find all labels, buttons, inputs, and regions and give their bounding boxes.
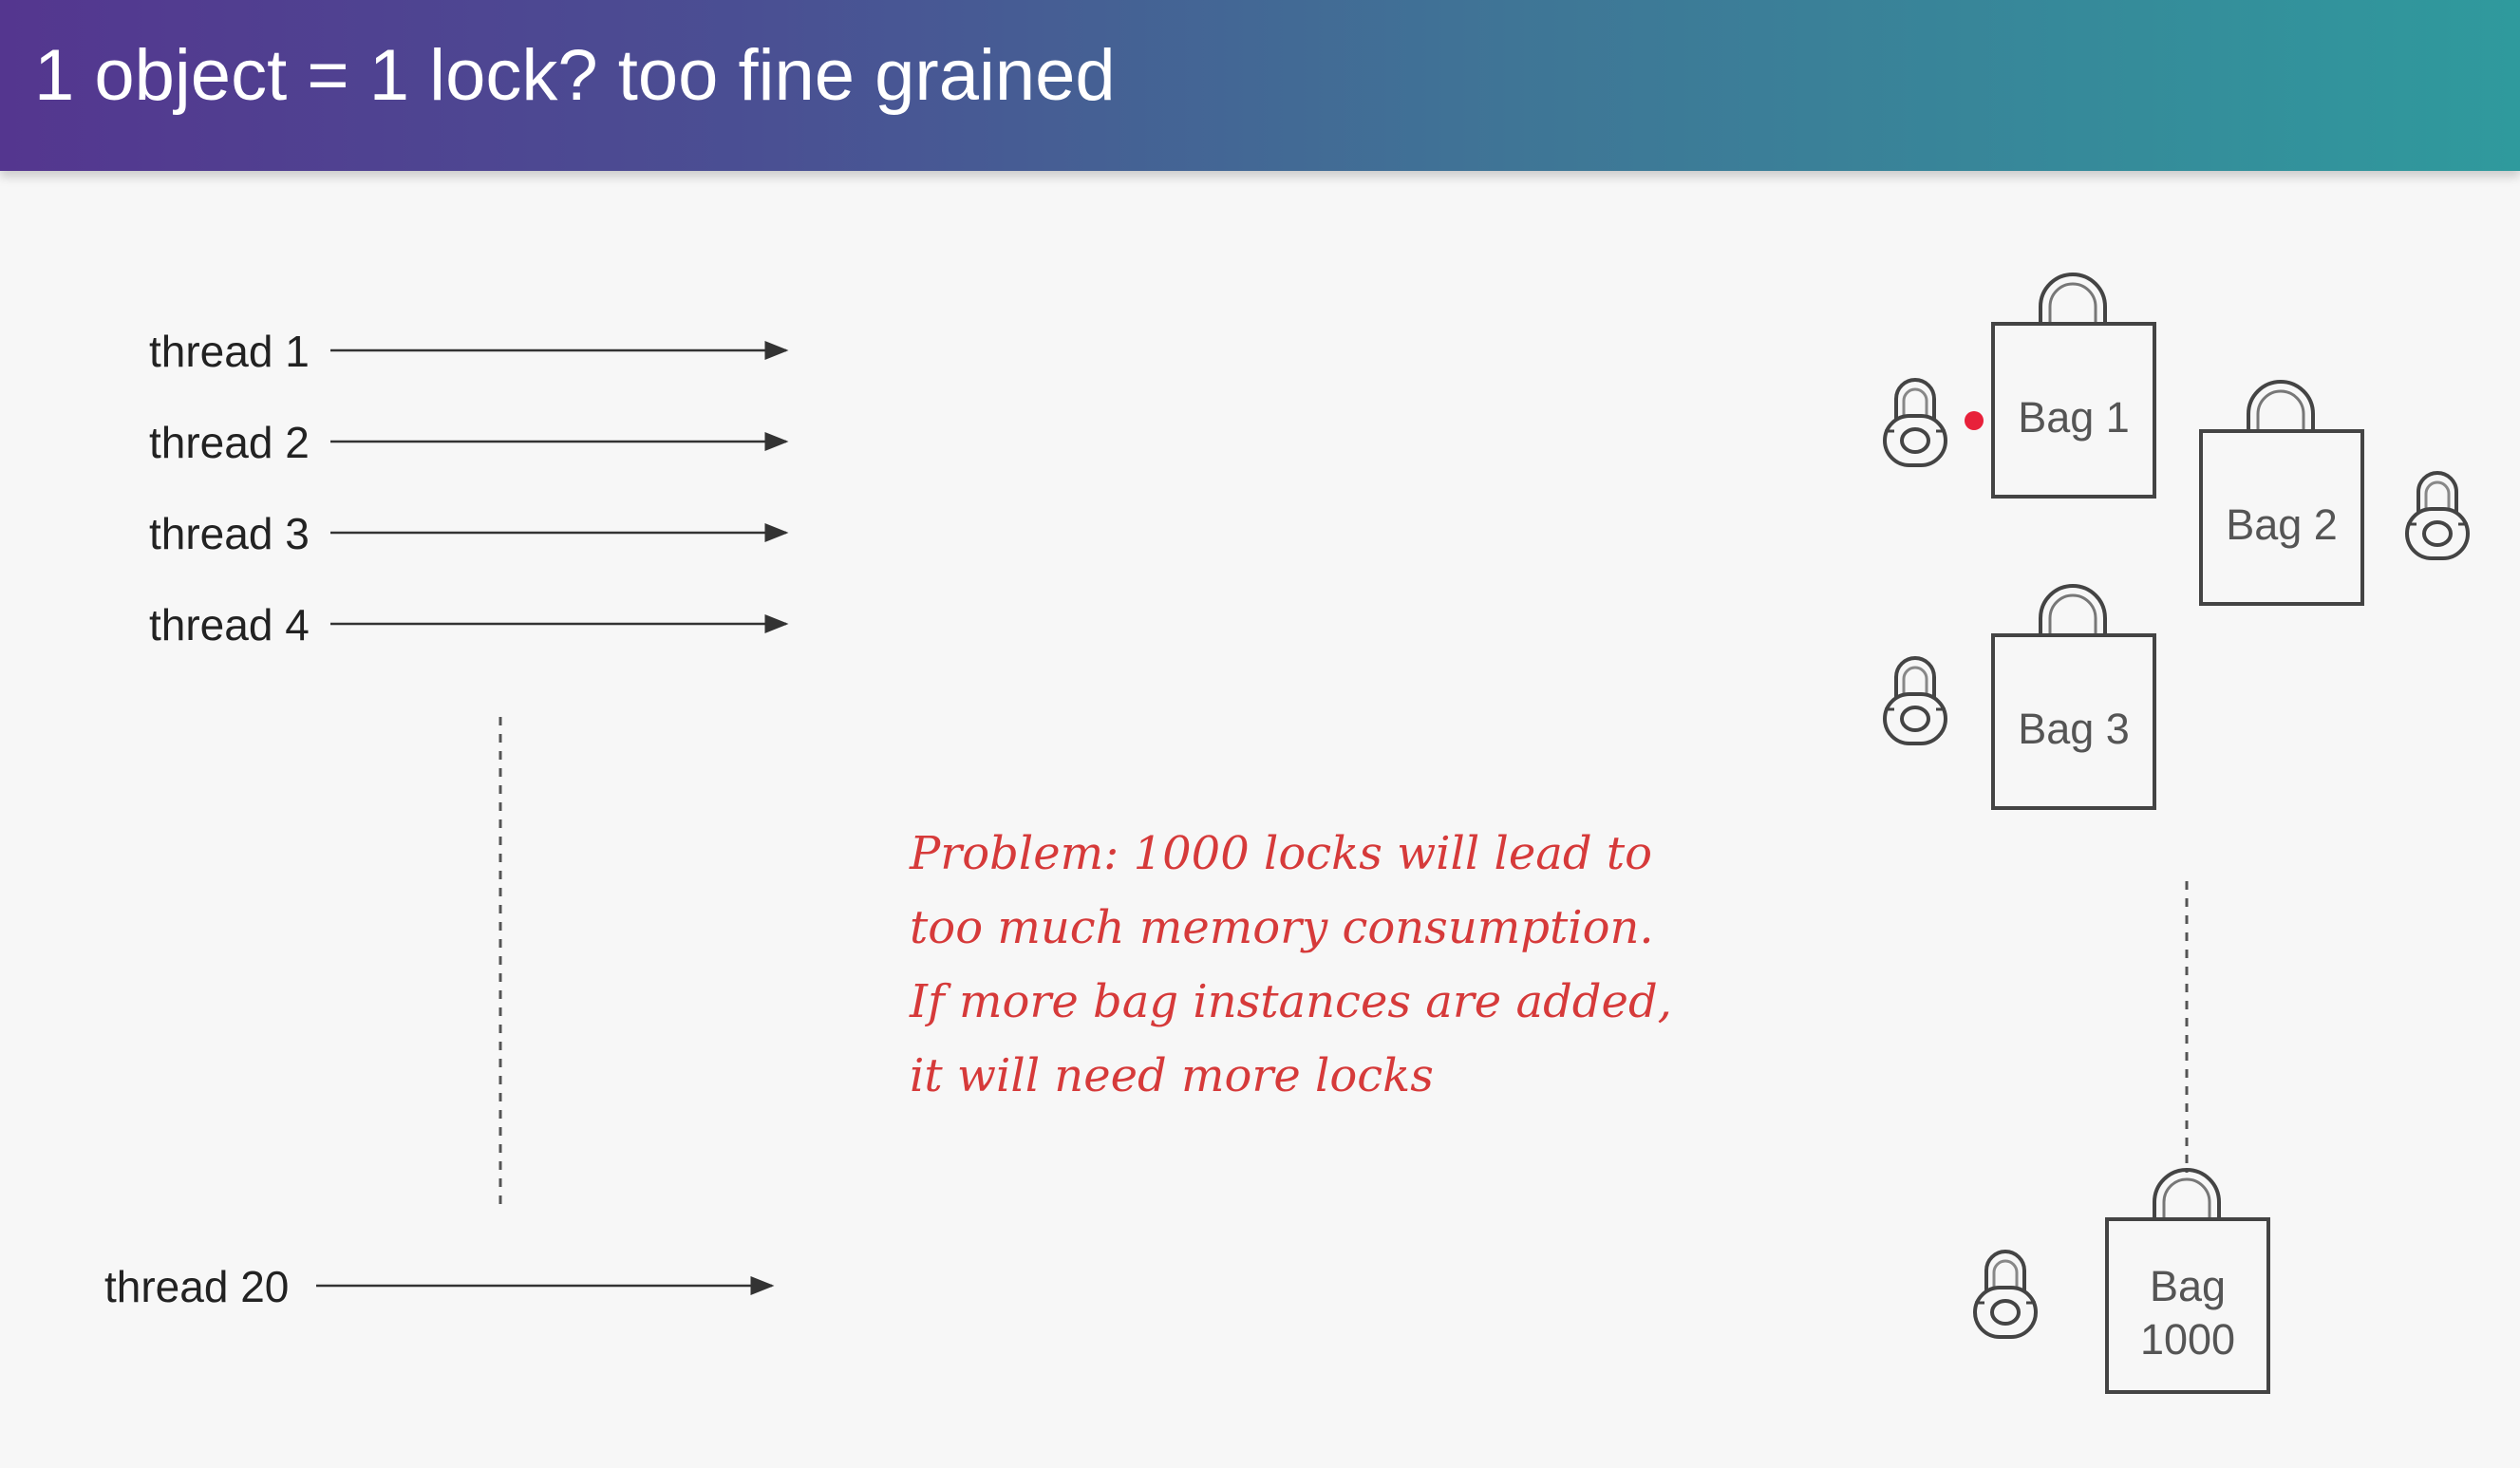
thread-label-1: thread 1 (149, 327, 310, 376)
slide-title: 1 object = 1 lock? too fine grained (34, 35, 1116, 116)
slide-header: 1 object = 1 lock? too fine grained (0, 0, 2520, 171)
bag-1-label: Bag 1 (2018, 393, 2130, 442)
shopping-bag-icon (2105, 1168, 2270, 1394)
bag-1000-label-line2: 1000 (2139, 1315, 2236, 1364)
shopping-bag-icon (1991, 584, 2156, 810)
bag-1000-label-line1: Bag (2149, 1262, 2227, 1310)
thread-label-3: thread 3 (149, 509, 310, 558)
padlock-icon (1973, 1250, 2038, 1339)
thread-label-4: thread 4 (149, 600, 310, 649)
problem-note: Problem: 1000 locks will lead to too muc… (910, 827, 1672, 1102)
thread-label-2: thread 2 (149, 418, 310, 467)
thread-label-20: thread 20 (104, 1262, 290, 1311)
padlock-icon (1883, 378, 1947, 467)
shopping-bag-icon (1991, 273, 2156, 499)
shopping-bag-icon (2199, 380, 2364, 606)
padlock-icon (2405, 471, 2470, 560)
pointer-dot (1965, 411, 1984, 430)
bag-2-label: Bag 2 (2226, 500, 2338, 549)
padlock-icon (1883, 656, 1947, 745)
bag-3-label: Bag 3 (2018, 705, 2130, 753)
